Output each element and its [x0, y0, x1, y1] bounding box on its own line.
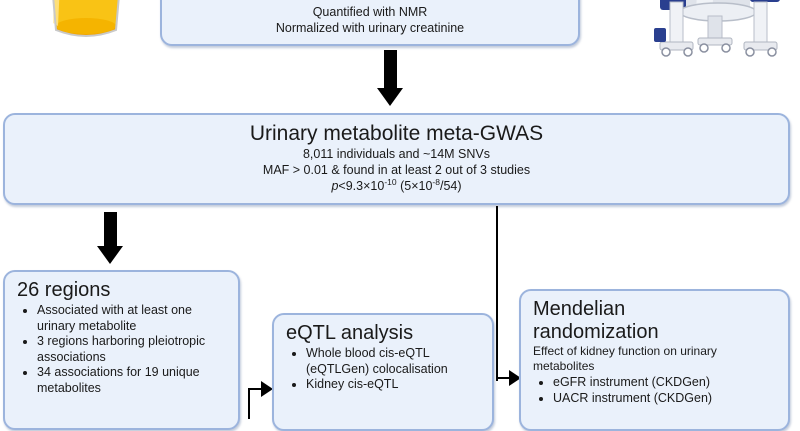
nmr-quantification-box: Quantified with NMR Normalized with urin…	[160, 0, 580, 46]
regions-title: 26 regions	[17, 279, 111, 301]
urine-cup-icon	[52, 0, 120, 37]
arrow-nmr-to-gwas-shaft	[384, 50, 397, 90]
arrow-nmr-to-gwas-head	[377, 88, 403, 106]
eqtl-bullet-list: Whole blood cis-eQTL (eQTLGen) colocalis…	[286, 346, 482, 393]
list-item: 3 regions harboring pleiotropic associat…	[37, 334, 228, 365]
list-item: 34 associations for 19 unique metabolite…	[37, 365, 228, 396]
connector-regions-to-eqtl-horizontal	[248, 388, 262, 390]
connector-gwas-to-mr-head	[509, 370, 521, 386]
figure-canvas: Quantified with NMR Normalized with urin…	[0, 0, 800, 419]
list-item: eGFR instrument (CKDGen)	[553, 375, 778, 391]
eqtl-title: eQTL analysis	[286, 322, 414, 344]
gwas-pvalue-exponent-2: -8	[432, 176, 440, 187]
regions-box: 26 regions Associated with at least one …	[3, 270, 240, 430]
connector-gwas-to-mr-vertical	[496, 206, 498, 381]
gwas-title: Urinary metabolite meta-GWAS	[249, 122, 544, 145]
arrow-gwas-to-regions-shaft	[104, 212, 117, 248]
gwas-pvalue-paren-open: (5×10	[396, 179, 433, 193]
mendelian-randomization-box: Mendelian randomization Effect of kidney…	[519, 289, 790, 431]
list-item: Associated with at least one urinary met…	[37, 303, 228, 334]
gwas-box: Urinary metabolite meta-GWAS 8,011 indiv…	[3, 113, 790, 205]
list-item: UACR instrument (CKDGen)	[553, 391, 778, 407]
connector-gwas-to-mr-horizontal	[496, 377, 510, 379]
mr-title-line-2: randomization	[533, 321, 659, 343]
nmr-spectrometer-icon	[654, 0, 780, 57]
regions-bullet-list: Associated with at least one urinary met…	[17, 303, 228, 396]
gwas-pvalue-main: <9.3×10	[338, 179, 385, 193]
nmr-line-2: Normalized with urinary creatinine	[275, 21, 465, 35]
list-item: Whole blood cis-eQTL (eQTLGen) colocalis…	[306, 346, 482, 377]
arrow-gwas-to-regions-head	[97, 246, 123, 264]
list-item: Kidney cis-eQTL	[306, 377, 482, 393]
gwas-pvalue-paren-close: /54)	[439, 179, 462, 193]
connector-regions-to-eqtl-head	[261, 381, 273, 397]
gwas-line-2: MAF > 0.01 & found in at least 2 out of …	[262, 163, 531, 177]
gwas-pvalue: p<9.3×10-10 (5×10-8/54)	[5, 178, 788, 194]
gwas-pvalue-exponent-1: -10	[384, 176, 397, 187]
gwas-line-1: 8,011 individuals and ~14M SNVs	[302, 147, 491, 161]
gwas-pvalue-symbol: p	[331, 179, 339, 193]
mr-title-line-1: Mendelian	[533, 298, 626, 320]
mr-subtitle: Effect of kidney function on urinary met…	[533, 344, 717, 373]
nmr-line-1: Quantified with NMR	[312, 5, 428, 19]
urine-cup-illustration	[40, 0, 132, 48]
mr-bullet-list: eGFR instrument (CKDGen) UACR instrument…	[533, 375, 778, 406]
connector-regions-to-eqtl-vertical	[248, 388, 250, 419]
nmr-spectrometer-illustration	[650, 0, 790, 60]
eqtl-analysis-box: eQTL analysis Whole blood cis-eQTL (eQTL…	[272, 313, 494, 431]
